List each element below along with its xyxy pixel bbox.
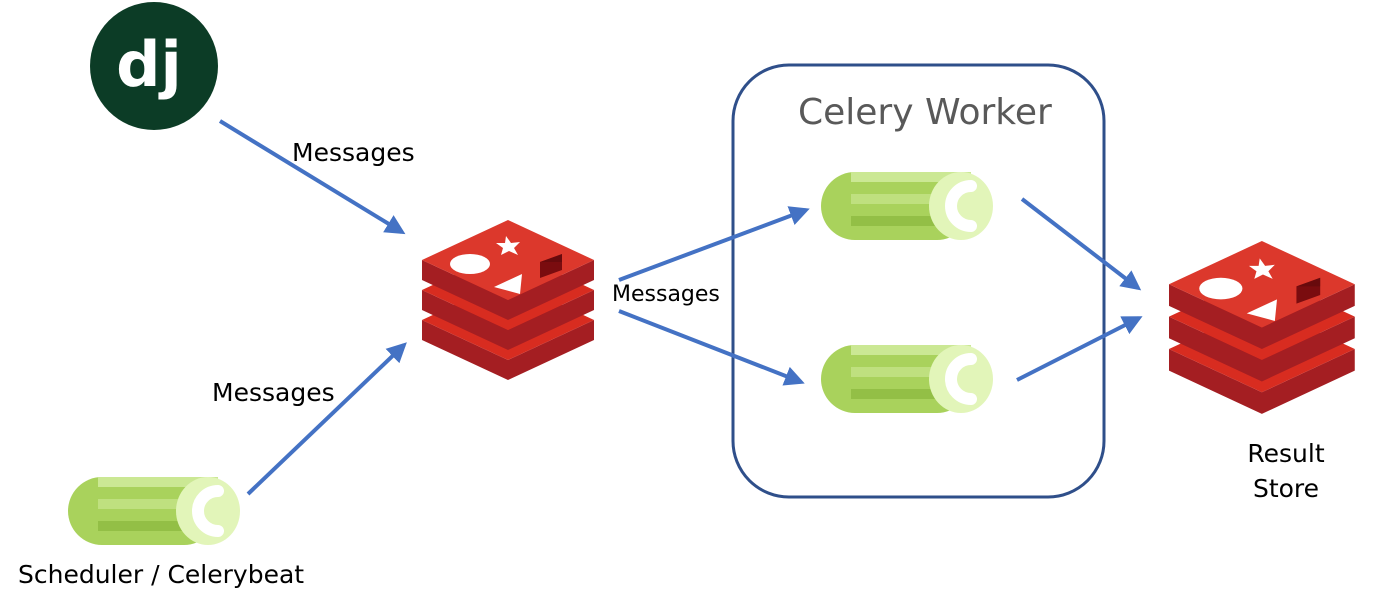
arrow-broker-to-worker-bottom: [618, 309, 805, 386]
messages-label-middle: Messages: [612, 282, 720, 307]
celery-worker-title: Celery Worker: [798, 92, 1052, 133]
arrow-broker-to-worker-top: [618, 206, 810, 282]
redis-result-store-icon: [1169, 241, 1355, 414]
result-store-line2: Store: [1252, 474, 1320, 503]
django-icon: dj: [90, 2, 218, 130]
svg-text:dj: dj: [116, 28, 182, 101]
redis-broker-icon: [422, 220, 594, 380]
celery-scheduler-icon: [68, 477, 240, 545]
celery-worker-top-icon: [821, 172, 993, 240]
arrow-scheduler-to-broker: [246, 342, 407, 496]
celery-worker-bottom-icon: [821, 345, 993, 413]
message-arrows: [218, 119, 1143, 496]
arrow-worker-top-to-result: [1020, 197, 1142, 291]
scheduler-label: Scheduler / Celerybeat: [18, 560, 305, 589]
messages-label-bottom: Messages: [212, 378, 335, 407]
arrow-django-to-broker: [218, 119, 406, 235]
result-store-line1: Result: [1247, 439, 1325, 468]
arrow-worker-bottom-to-result: [1016, 316, 1143, 382]
result-store-label: Result Store: [1226, 436, 1346, 506]
messages-label-top: Messages: [292, 138, 415, 167]
celery-worker-box: [731, 63, 1106, 499]
